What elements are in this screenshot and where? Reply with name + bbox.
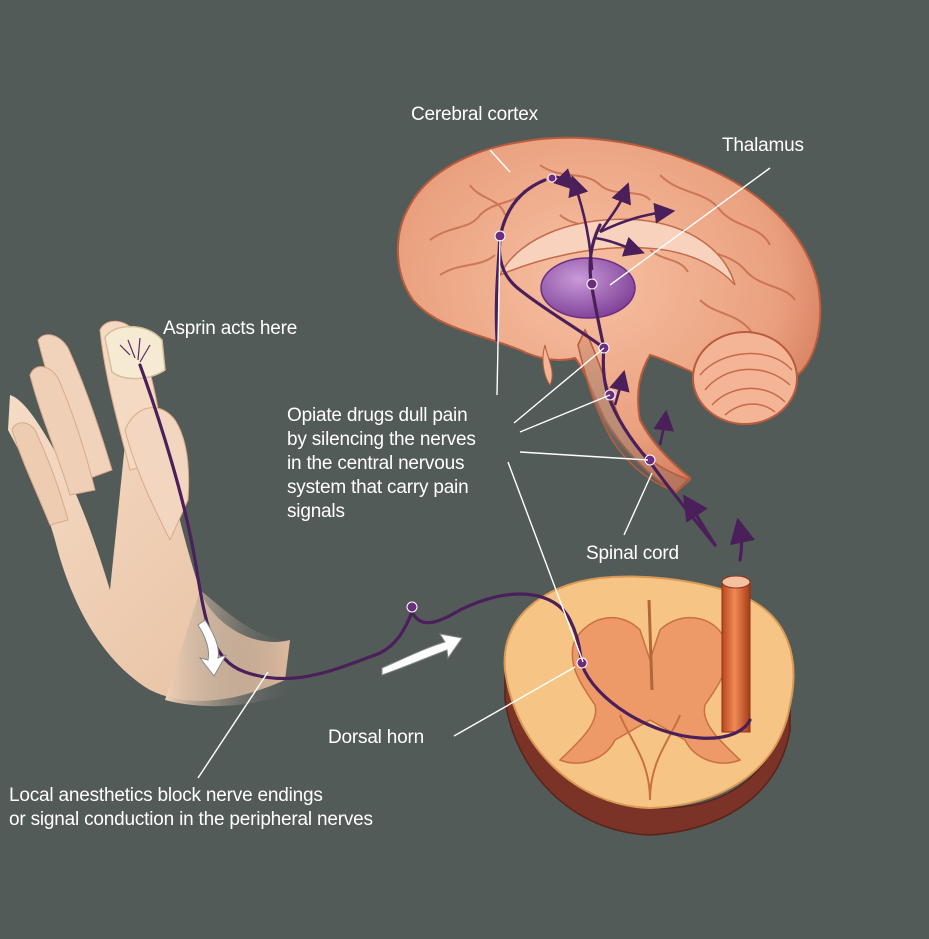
synapse-thalamus <box>587 279 597 289</box>
bandage <box>105 327 165 379</box>
label-opiate: Opiate drugs dull pain by silencing the … <box>287 404 476 524</box>
synapse-cortex-top <box>548 174 556 182</box>
spinal-tract-tube <box>722 576 750 732</box>
label-thalamus: Thalamus <box>722 134 804 158</box>
thalamus-structure <box>541 258 635 318</box>
label-aspirin: Asprin acts here <box>163 317 297 341</box>
label-cerebral-cortex: Cerebral cortex <box>411 103 538 127</box>
synapse-ganglion <box>407 602 417 612</box>
label-spinal-cord: Spinal cord <box>586 542 679 566</box>
synapse-cortex <box>495 231 505 241</box>
cerebellum <box>693 332 797 424</box>
label-local-anesthetics: Local anesthetics block nerve endings or… <box>9 784 373 832</box>
label-dorsal-horn: Dorsal horn <box>328 726 424 750</box>
